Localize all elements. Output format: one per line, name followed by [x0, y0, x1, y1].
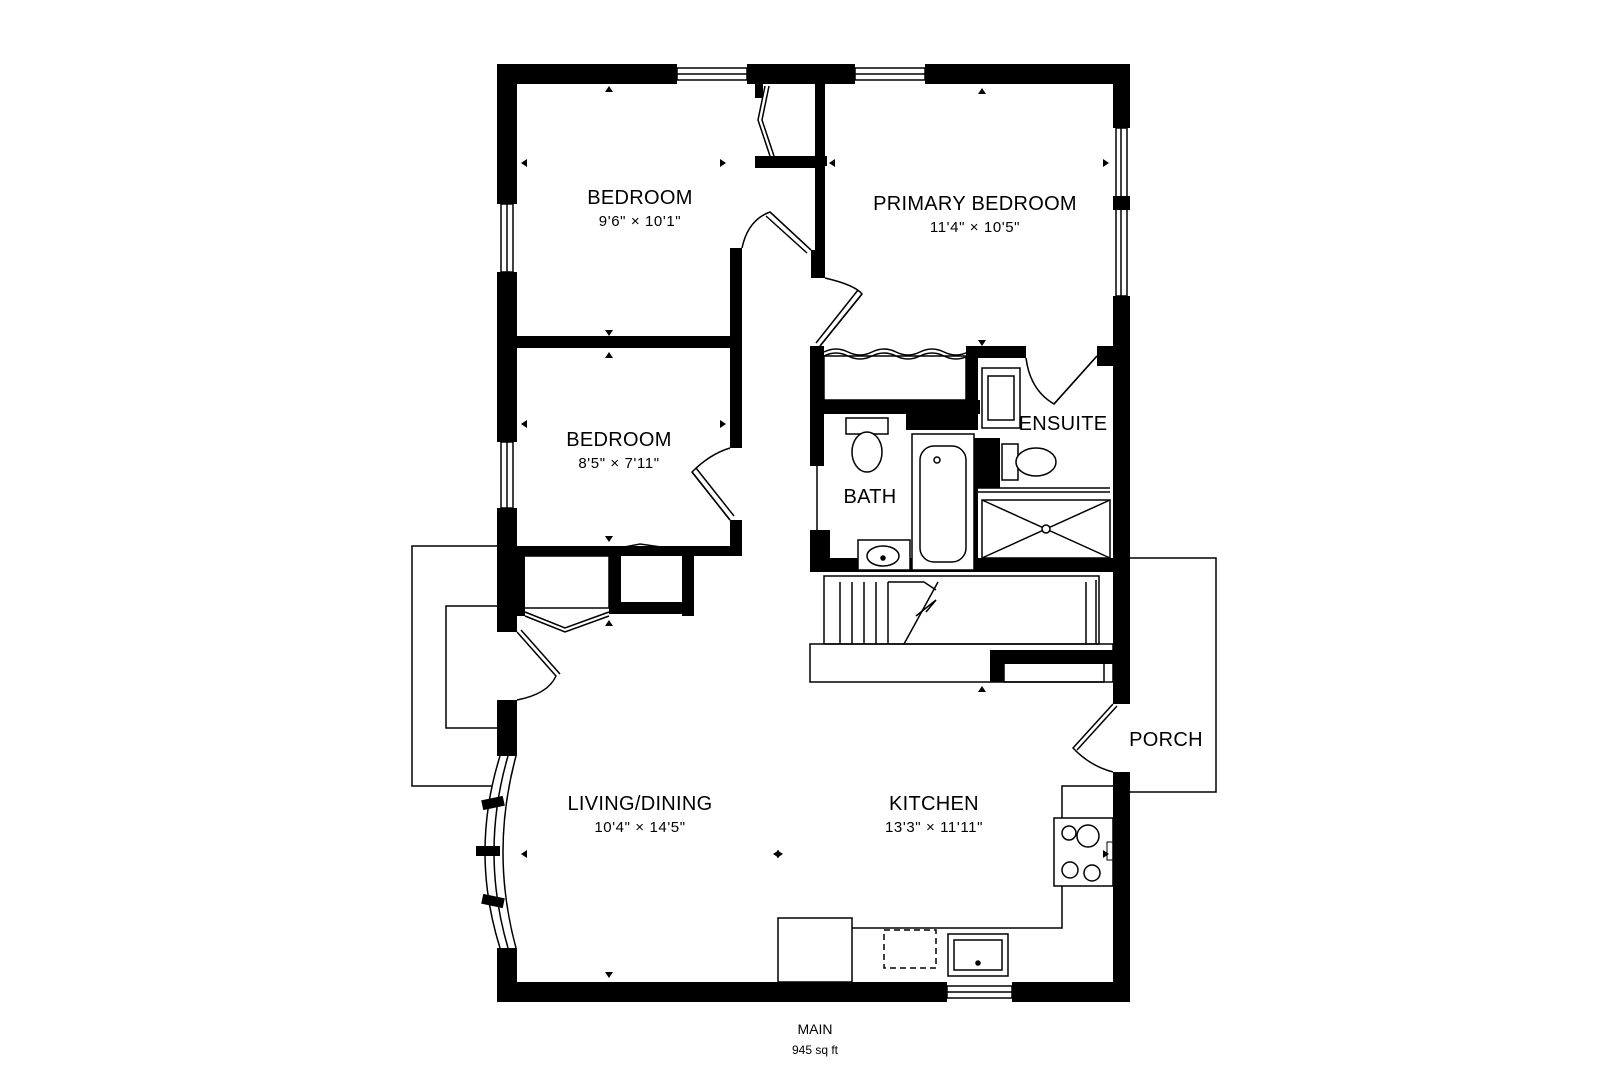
- stairs: [823, 575, 1100, 645]
- exterior-walls: [497, 64, 1130, 1002]
- exterior-features: [411, 545, 1217, 793]
- dimension-markers: [521, 86, 1109, 978]
- bath-toilet-bowl: [851, 431, 883, 473]
- windows: [500, 67, 1128, 999]
- room-dims-kitchen: 13'3" × 11'11": [885, 819, 983, 836]
- entry-landing-outer: [411, 545, 497, 787]
- kitchen-fixtures: [777, 785, 1114, 983]
- room-name-bedroom-1: BEDROOM: [587, 187, 692, 209]
- room-name-primary-bedroom: PRIMARY BEDROOM: [873, 193, 1077, 215]
- entry-closet: [516, 555, 610, 609]
- door-front-entry: [516, 631, 557, 701]
- door-porch: [1071, 703, 1114, 773]
- floor-name: MAIN: [798, 1021, 833, 1037]
- door-bedroom-2: [690, 447, 731, 521]
- room-dims-living-dining: 10'4" × 14'5": [594, 819, 685, 836]
- entry-landing-inner: [445, 605, 497, 729]
- doors: [516, 85, 1118, 773]
- room-dims-bedroom-1: 9'6" × 10'1": [599, 213, 681, 230]
- bath-fixtures: [845, 367, 1111, 571]
- room-name-ensuite: ENSUITE: [1019, 413, 1108, 435]
- hall-closet: [823, 355, 967, 401]
- room-name-bath: BATH: [843, 486, 896, 508]
- interior-walls: [517, 84, 1113, 682]
- room-name-bedroom-2: BEDROOM: [566, 429, 671, 451]
- ensuite-toilet-bowl: [1015, 447, 1057, 477]
- closet-door-bedroom-1: [757, 85, 771, 157]
- closet-door-bedroom-2: [608, 543, 683, 551]
- closet-door-entry: [524, 611, 610, 629]
- room-dims-primary-bedroom: 11'4" × 10'5": [930, 219, 1020, 236]
- room-name-kitchen: KITCHEN: [889, 793, 979, 815]
- room-dims-bedroom-2: 8'5" × 7'11": [578, 455, 659, 472]
- room-name-porch: PORCH: [1129, 729, 1203, 751]
- floor-area: 945 sq ft: [792, 1043, 839, 1057]
- refrigerator: [777, 917, 853, 983]
- door-primary-bedroom: [819, 277, 863, 347]
- dishwasher: [883, 929, 937, 969]
- porch-outline: [1130, 557, 1217, 793]
- door-ensuite: [1025, 355, 1098, 405]
- room-name-living-dining: LIVING/DINING: [567, 793, 712, 815]
- door-bedroom-1: [741, 211, 812, 251]
- room-labels: BEDROOM 9'6" × 10'1" PRIMARY BEDROOM 11'…: [566, 187, 1203, 1057]
- closet-door-hall: [823, 348, 991, 356]
